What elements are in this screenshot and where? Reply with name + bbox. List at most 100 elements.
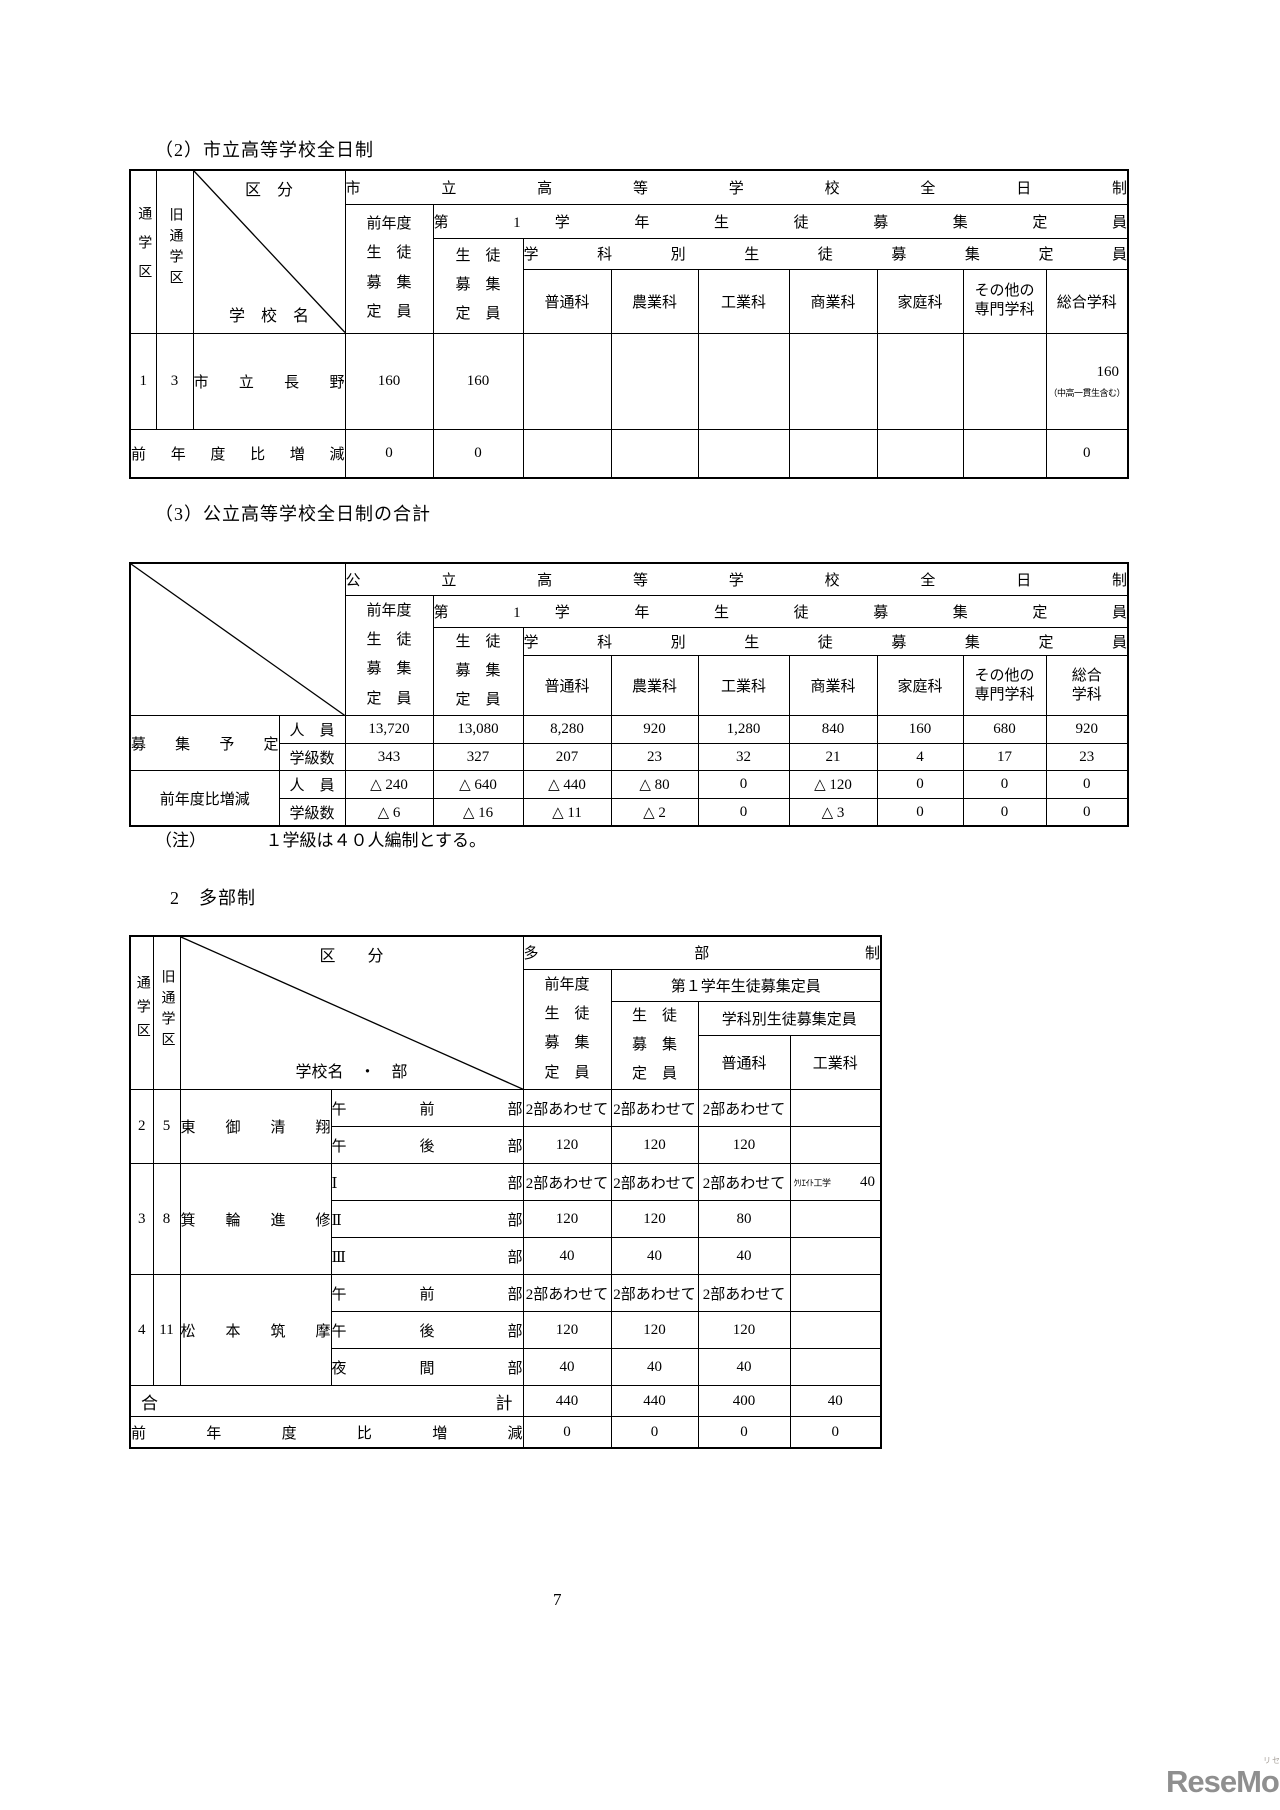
value-cell: 920 bbox=[1045, 715, 1129, 745]
resemom-ruby: リセマム bbox=[1263, 1756, 1280, 1765]
header-kogyoka: 工業科 bbox=[789, 1034, 882, 1091]
value-cell: 8,280 bbox=[522, 715, 612, 745]
school-district-label: 通学区 bbox=[136, 205, 152, 293]
value-cell: 40 bbox=[522, 1348, 612, 1387]
empty-cell bbox=[788, 428, 878, 479]
value-cell: △ 640 bbox=[432, 770, 524, 800]
header-by-department: 学 科 別 生 徒 募 集 定 員 bbox=[522, 626, 1129, 657]
value-cell: 2部あわせて bbox=[610, 1274, 699, 1313]
value-cell: 32 bbox=[697, 743, 790, 772]
header-span-title: 多 部 制 bbox=[522, 935, 882, 970]
resemom-logo: リセマム ReseMom. bbox=[1166, 1756, 1280, 1800]
value-cell: 120 bbox=[610, 1200, 699, 1239]
empty-cell bbox=[789, 1274, 882, 1313]
empty-cell bbox=[522, 332, 612, 430]
value-cell: 17 bbox=[962, 743, 1047, 772]
header-shogyoka: 商業科 bbox=[788, 268, 878, 334]
empty-cell bbox=[962, 428, 1047, 479]
header-student-quota: 生 徒 募 集 定 員 bbox=[432, 237, 524, 334]
old-district-label: 旧通学区 bbox=[167, 207, 183, 292]
diagonal-line bbox=[194, 171, 345, 333]
value-cell: 0 bbox=[1045, 798, 1129, 827]
row-sub-persons: 人 員 bbox=[278, 715, 346, 745]
value-cell: △ 80 bbox=[610, 770, 699, 800]
value-cell: 0 bbox=[432, 428, 524, 479]
school-name: 箕 輪 進 修 bbox=[179, 1163, 332, 1276]
value-cell: 160 bbox=[432, 332, 524, 430]
header-shogyoka: 商業科 bbox=[788, 655, 878, 717]
header-old-district: 旧通学区 bbox=[152, 935, 181, 1091]
corner-cell: 区 分 学校名 ・ 部 bbox=[179, 935, 524, 1091]
header-span-title: 市 立 高 等 学 校 全 日 制 bbox=[344, 169, 1129, 205]
value-cell: 23 bbox=[1045, 743, 1129, 772]
section2-title: （2）市立高等学校全日制 bbox=[155, 140, 374, 160]
district-value: 4 bbox=[129, 1274, 154, 1387]
value-cell: 40 bbox=[610, 1348, 699, 1387]
empty-cell bbox=[876, 332, 964, 430]
value-cell: 2部あわせて bbox=[522, 1274, 612, 1313]
value-cell: 120 bbox=[610, 1126, 699, 1165]
value-cell: 0 bbox=[610, 1416, 699, 1449]
empty-cell bbox=[789, 1237, 882, 1276]
header-prev-year-quota: 前年度 生 徒 募 集 定 員 bbox=[522, 968, 612, 1091]
value-cell: 0 bbox=[1045, 770, 1129, 800]
corner-school-label: 学校名 ・ 部 bbox=[295, 1064, 408, 1082]
empty-cell bbox=[789, 1126, 882, 1165]
header-other-dept: その他の 専門学科 bbox=[962, 655, 1047, 717]
row-sub-classes: 学級数 bbox=[278, 798, 346, 827]
header-prev-year-quota: 前年度 生 徒 募 集 定 員 bbox=[344, 203, 434, 334]
section3-title: （3）公立高等学校全日制の合計 bbox=[155, 504, 431, 524]
empty-cell bbox=[697, 428, 790, 479]
value-cell: △ 240 bbox=[344, 770, 434, 800]
header-futsuka: 普通科 bbox=[697, 1034, 791, 1091]
value-cell: 207 bbox=[522, 743, 612, 772]
value-cell: 2部あわせて bbox=[522, 1163, 612, 1202]
value-cell: 440 bbox=[610, 1385, 699, 1418]
value-cell: 120 bbox=[697, 1311, 791, 1350]
old-district-value: 8 bbox=[152, 1163, 181, 1276]
empty-cell bbox=[789, 1348, 882, 1387]
kogyo-course-label: ｸﾘｴｲﾄ工学 bbox=[793, 1177, 832, 1188]
old-district-value: 5 bbox=[152, 1089, 181, 1165]
value-cell: 0 bbox=[962, 798, 1047, 827]
header-other-dept: その他の 専門学科 bbox=[962, 268, 1047, 334]
header-old-district: 旧通学区 bbox=[155, 169, 194, 334]
value-cell: 13,080 bbox=[432, 715, 524, 745]
empty-cell bbox=[610, 428, 699, 479]
empty-cell bbox=[610, 332, 699, 430]
value-cell: 0 bbox=[876, 770, 964, 800]
value-cell: 2部あわせて bbox=[522, 1089, 612, 1128]
empty-cell bbox=[876, 428, 964, 479]
value-cell: 160 bbox=[344, 332, 434, 430]
sogo-value-cell: 160 （中高一貫生含む） bbox=[1045, 332, 1129, 430]
value-cell: 80 bbox=[697, 1200, 791, 1239]
total-label-left: 合 bbox=[141, 1393, 158, 1413]
row-sub-classes: 学級数 bbox=[278, 743, 346, 772]
header-sogo: 総合 学科 bbox=[1045, 655, 1129, 717]
value-cell: △ 2 bbox=[610, 798, 699, 827]
value-cell: 0 bbox=[697, 770, 790, 800]
value-cell: 2部あわせて bbox=[610, 1163, 699, 1202]
corner-kubun-label: 区 分 bbox=[244, 182, 293, 199]
value-cell: 4 bbox=[876, 743, 964, 772]
value-cell: 0 bbox=[789, 1416, 882, 1449]
header-span-title: 公 立 高 等 学 校 全 日 制 bbox=[344, 562, 1129, 596]
header-nogyoka: 農業科 bbox=[610, 655, 699, 717]
value-cell: 327 bbox=[432, 743, 524, 772]
value-cell: 0 bbox=[697, 1416, 791, 1449]
resemom-wordmark: ReseMom. bbox=[1166, 1764, 1280, 1799]
value-cell: 0 bbox=[522, 1416, 612, 1449]
table-note: （注） １学級は４０人編制とする。 bbox=[155, 831, 486, 850]
header-student-quota: 生 徒 募 集 定 員 bbox=[432, 626, 524, 717]
header-futsuka: 普通科 bbox=[522, 655, 612, 717]
header-school-district: 通学区 bbox=[129, 935, 154, 1091]
value-cell: 0 bbox=[697, 798, 790, 827]
value-cell: 0 bbox=[1045, 428, 1129, 479]
value-cell: △ 440 bbox=[522, 770, 612, 800]
header-prev-year-quota: 前年度 生 徒 募 集 定 員 bbox=[344, 594, 434, 717]
empty-cell bbox=[697, 332, 790, 430]
value-cell: 120 bbox=[522, 1126, 612, 1165]
value-cell: 2部あわせて bbox=[697, 1163, 791, 1202]
corner-cell: 区 分 学 校 名 bbox=[192, 169, 346, 334]
part-label: 午 前 部 bbox=[330, 1089, 524, 1128]
